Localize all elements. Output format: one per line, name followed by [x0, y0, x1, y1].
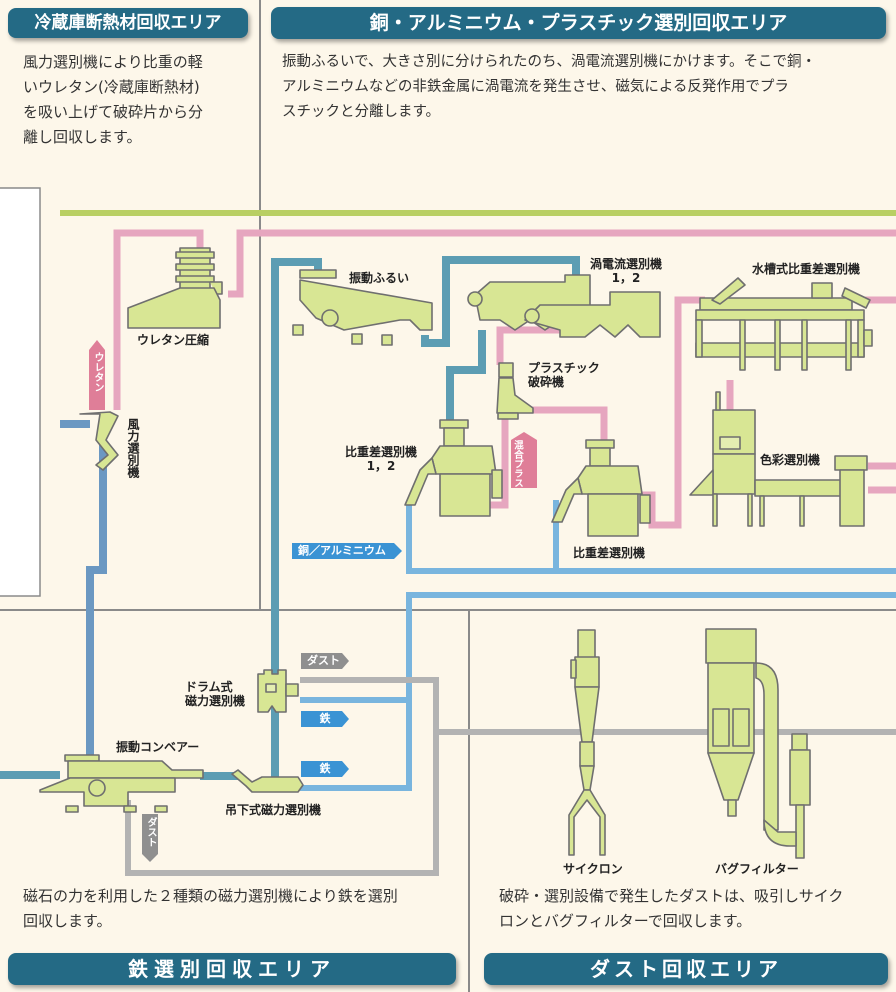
flow-tag-dust-bottom: ダスト — [142, 814, 158, 862]
pipe-teal — [0, 256, 580, 780]
area-description-dust: 破砕・選別設備で発生したダストは、吸引しサイク ロンとバグフィルターで回収します… — [499, 887, 844, 930]
label-gravity-separator: 比重差選別機 — [573, 546, 646, 560]
area-title-refrigerator: 冷蔵庫断熱材回収エリア — [8, 8, 248, 38]
area-title-nonferrous: 銅・アルミニウム・プラスチック選別回収エリア — [271, 7, 886, 39]
label-vibrating-conveyor: 振動コンベアー — [116, 740, 200, 754]
label-eddy-current-separator: 渦電流選別機 1，2 — [590, 257, 663, 285]
vibrating-conveyor-icon — [39, 754, 204, 813]
gravity-separator-icon — [551, 439, 651, 537]
flow-tag-mixed-plastic: 混合プラスチック — [511, 432, 537, 488]
bag-filter-icon — [705, 628, 811, 859]
area-description-nonferrous: 振動ふるいで、大きさ別に分けられたのち、渦電流選別機にかけます。そこで銅・ アル… — [282, 54, 817, 120]
label-color-sorter: 色彩選別機 — [760, 453, 821, 467]
flow-tag-iron-1: 鉄 — [301, 711, 349, 727]
flow-tag-iron-2: 鉄 — [301, 761, 349, 777]
label-drum-magnetic-separator: ドラム式 磁力選別機 — [185, 680, 246, 708]
label-suspended-magnetic-separator: 吊下式磁力選別機 — [225, 803, 322, 817]
label-wind-separator: 風力選別機 — [126, 418, 140, 478]
label-bag-filter: バグフィルター — [715, 862, 799, 876]
pipe-steel — [60, 420, 107, 765]
cyclone-icon — [568, 629, 606, 856]
suspended-magnetic-separator-icon — [231, 769, 304, 793]
drum-magnetic-separator-icon — [257, 669, 299, 713]
flow-tag-dust-top: ダスト — [301, 653, 349, 669]
label-gravity-separator-12: 比重差選別機 1，2 — [345, 445, 418, 473]
label-water-tank-separator: 水槽式比重差選別機 — [752, 262, 861, 276]
eddy-current-separator-icon — [467, 274, 661, 338]
label-urethane-compressor: ウレタン圧縮 — [137, 333, 210, 347]
plastic-crusher-icon — [496, 362, 534, 420]
wind-separator-icon — [79, 411, 119, 471]
color-sorter-icon — [689, 391, 868, 527]
input-area-box — [0, 187, 41, 597]
flow-tag-urethane: ウレタン — [89, 340, 105, 410]
area-description-iron: 磁石の力を利用した２種類の磁力選別機により鉄を選別 回収します。 — [23, 887, 398, 930]
label-plastic-crusher: プラスチック 破砕機 — [528, 361, 600, 389]
gravity-separator-12-icon — [404, 419, 503, 517]
water-tank-separator-icon — [695, 277, 873, 371]
area-description-refrigerator: 風力選別機により比重の軽 いウレタン(冷蔵庫断熱材) を吸い上げて破砕片から分 … — [23, 53, 204, 146]
label-vibrating-screen: 振動ふるい — [349, 271, 410, 285]
pipe-gray — [125, 677, 896, 876]
urethane-compressor-icon — [127, 247, 223, 329]
flow-tag-copper-aluminum: 銅／アルミニウム — [292, 543, 402, 559]
vibrating-screen-icon — [292, 269, 433, 346]
area-title-dust: ダスト回収エリア — [484, 953, 888, 985]
label-cyclone: サイクロン — [563, 862, 623, 876]
area-title-iron: 鉄選別回収エリア — [8, 953, 456, 985]
